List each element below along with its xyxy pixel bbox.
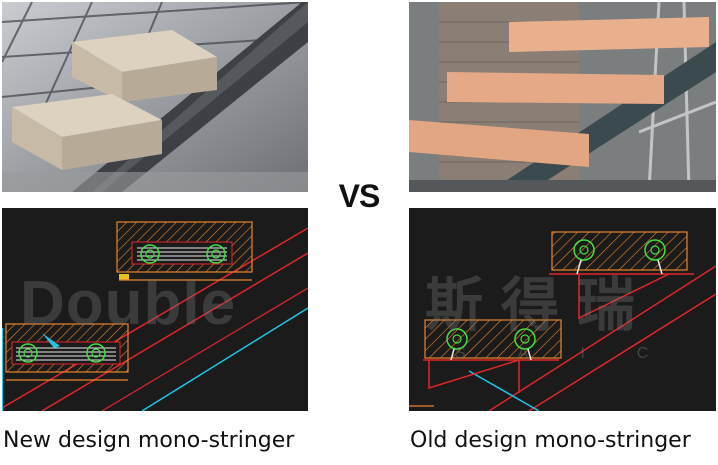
bolt-icon (573, 239, 595, 261)
bolt-icon (514, 328, 536, 350)
bolt-icon (446, 328, 468, 350)
tread-section-lower (424, 319, 562, 361)
old-design-section-drawing (409, 231, 716, 411)
stair-tread (409, 120, 589, 167)
new-design-stairs-illustration (2, 2, 308, 192)
left-caption: New design mono-stringer (3, 428, 295, 453)
right-caption: Old design mono-stringer (410, 428, 691, 453)
stair-tread (509, 17, 709, 52)
vs-label: VS (338, 178, 381, 214)
tread-section-upper (116, 221, 253, 281)
bolt-icon (18, 343, 38, 363)
bolt-icon (86, 343, 106, 363)
stair-tread (12, 94, 162, 170)
bolt-icon (644, 239, 666, 261)
tread-section-upper (551, 231, 688, 275)
old-design-stairs-illustration (409, 2, 716, 192)
photo-old-design-stairs (409, 2, 716, 192)
bolt-icon (206, 244, 226, 264)
cad-drawing-new-design (2, 208, 308, 411)
bolt-icon (140, 244, 160, 264)
new-design-section-drawing (2, 221, 308, 411)
stair-tread (72, 30, 217, 102)
photo-new-design-stairs (2, 2, 308, 192)
stair-tread (447, 72, 664, 104)
cad-drawing-old-design (409, 208, 716, 411)
tread-section-lower (5, 323, 129, 381)
